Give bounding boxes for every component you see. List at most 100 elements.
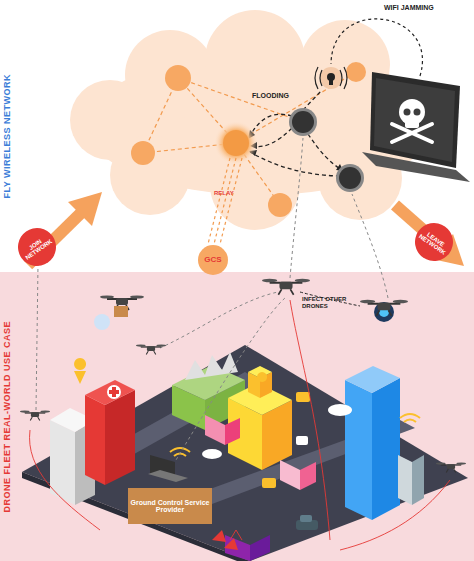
flight-path (230, 530, 242, 540)
chat-bubble (296, 436, 308, 445)
attacker-laptop (404, 109, 411, 116)
drone (436, 463, 466, 473)
cloud-icon (202, 449, 222, 459)
network-node (131, 141, 155, 165)
malicious-node (289, 108, 317, 136)
provider-box: Ground Control Service Provider (128, 488, 212, 524)
attacker-laptop (362, 72, 470, 182)
relay-links (208, 158, 230, 244)
flight-path (290, 300, 330, 540)
drone (20, 411, 50, 421)
jamming-icon (327, 73, 335, 81)
drone (94, 314, 110, 330)
building (205, 415, 225, 445)
city-ground (22, 345, 468, 561)
annotation-label: WIFI JAMMING (384, 4, 454, 12)
join-arrow (68, 192, 102, 226)
flooding-arrows (250, 114, 292, 136)
network-node (223, 130, 249, 156)
attacker-laptop (370, 72, 460, 168)
jamming-icon (315, 67, 347, 89)
network-node (346, 62, 366, 82)
map-pin (74, 358, 86, 384)
band-heading: FLY WIRELESS NETWORK (2, 74, 12, 199)
city-ground (22, 345, 468, 561)
network-links (178, 78, 303, 122)
cloud-icon (202, 404, 352, 459)
drone (360, 300, 408, 316)
drone-path (160, 292, 278, 348)
city-band (0, 272, 474, 561)
red-arrows (212, 530, 226, 542)
network-node (268, 193, 292, 217)
map-pin (257, 372, 267, 382)
relay-links (208, 158, 242, 244)
malicious-node (336, 164, 364, 192)
drone-path (352, 194, 388, 298)
building (225, 535, 250, 561)
drone (114, 306, 128, 317)
relay-links (214, 158, 236, 244)
network-cloud (110, 135, 190, 215)
band-heading-holder: FLY WIRELESS NETWORK (2, 0, 12, 272)
jamming-icon (315, 67, 347, 89)
malicious-node (339, 167, 361, 189)
gcs-node: GCS (198, 245, 228, 275)
network-cloud (205, 10, 305, 110)
drone-path (290, 138, 303, 278)
network-node (131, 62, 366, 217)
drone-path (36, 265, 38, 410)
chat-bubble (296, 392, 310, 402)
car (296, 515, 318, 530)
drone-path (36, 138, 388, 470)
building (105, 390, 135, 485)
band-heading: DRONE FLEET REAL-WORLD USE CASE (2, 321, 12, 513)
band-heading-holder: DRONE FLEET REAL-WORLD USE CASE (2, 272, 12, 561)
building (372, 378, 400, 520)
malicious-node (289, 108, 364, 192)
building (398, 455, 412, 505)
annotation-label: RELAY (214, 190, 244, 197)
jamming-path (331, 19, 422, 76)
map-pin (74, 358, 267, 384)
building (85, 395, 105, 485)
drone (136, 345, 166, 355)
flooding-arrows (250, 90, 342, 176)
network-node (165, 65, 191, 91)
car (300, 515, 312, 522)
jamming-icon (329, 80, 333, 85)
building (280, 460, 300, 490)
chat-bubble (262, 392, 310, 488)
annotation-label: FLOODING (252, 92, 302, 100)
attacker-laptop (414, 109, 421, 116)
gcs-laptop (148, 470, 188, 482)
flooding-arrows (252, 128, 292, 147)
node-label: GCS (202, 256, 223, 264)
building (412, 455, 424, 505)
building (345, 380, 372, 520)
jamming-icon (320, 67, 342, 89)
attacker-laptop (362, 152, 470, 182)
wifi-icon (400, 414, 420, 422)
red-arrows (224, 538, 238, 550)
attacker-laptop (374, 78, 455, 162)
attacker-laptop (392, 124, 432, 142)
flooding-arrows (303, 90, 322, 110)
cloud-icon (328, 404, 352, 416)
node-label: Ground Control Service Provider (128, 499, 212, 513)
building (300, 462, 316, 490)
wifi-icon (170, 448, 190, 456)
drone (20, 279, 466, 473)
network-links (143, 72, 356, 205)
building (50, 352, 424, 561)
jamming-path (331, 19, 422, 76)
building (107, 385, 121, 399)
flight-path (340, 480, 450, 550)
city-band (0, 272, 474, 561)
building (85, 380, 135, 405)
red-arrows (212, 530, 238, 550)
flooding-arrows (250, 152, 340, 176)
status-badge: JOIN NETWORK (11, 221, 64, 274)
